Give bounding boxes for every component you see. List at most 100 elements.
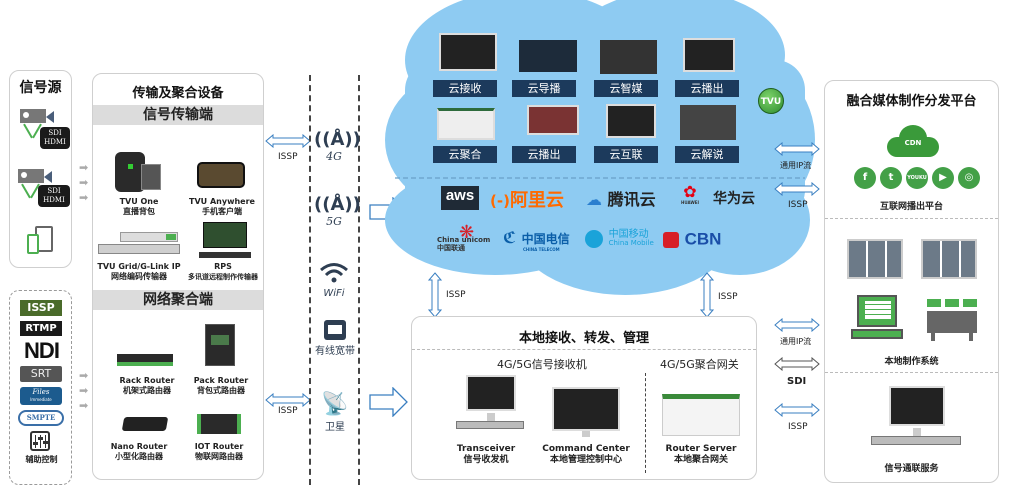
ip-stream-label-bottom: 通用IP流: [780, 337, 812, 346]
ip-stream-arrow: [774, 142, 820, 156]
device-name: Command Center: [542, 444, 630, 454]
rps-image: [199, 222, 251, 260]
mixer-icon: [30, 431, 50, 451]
ip-stream-arrow: [774, 318, 820, 332]
cloud-service-interconnect[interactable]: 云互联: [594, 146, 658, 163]
cloud-service-playout[interactable]: 云播出: [675, 80, 739, 97]
camera-icon: [20, 109, 60, 145]
signal-section-header: 信号传输端: [93, 105, 263, 125]
video-wall-image: [847, 239, 903, 279]
transceiver-image: [456, 375, 524, 431]
china-telecom-text: 中国电信: [521, 232, 570, 246]
local-production-label: 本地制作系统: [884, 357, 939, 367]
signal-source-title: 信号源: [19, 80, 62, 96]
network-wifi: WiFi: [314, 262, 354, 299]
network-satellite: 📡 卫星: [314, 392, 356, 433]
china-telecom-logo: ℭ 中国电信 CHINA TELECOM: [503, 228, 570, 252]
cloud-screen: [437, 108, 495, 140]
network-label: 有线宽带: [315, 346, 355, 357]
device-name: TVU Anywhere: [189, 197, 255, 206]
internet-platform-label: 互联网播出平台: [879, 202, 943, 212]
device-rack-router: Rack Router 机架式路由器: [107, 376, 187, 396]
tvu-grid-image: [98, 232, 180, 258]
aliyun-logo: (-)阿里云: [490, 190, 564, 211]
cbn-logo: CBN: [663, 229, 721, 250]
device-desc: 信号收发机: [463, 455, 509, 465]
device-name: Router Server: [665, 444, 737, 454]
device-desc: 网络编码传输器: [111, 272, 167, 281]
local-title: 本地接收、转发、管理: [518, 331, 649, 346]
cloud-service-director[interactable]: 云导播: [512, 80, 576, 97]
cloud-screen: [606, 104, 656, 138]
issp-vertical-arrow: [428, 272, 442, 318]
share-platform-icon[interactable]: ◎: [958, 167, 980, 189]
cloud-service-aggregate[interactable]: 云聚合: [433, 146, 497, 163]
cloud-service-playout-2[interactable]: 云播出: [512, 146, 576, 163]
device-rps: RPS 多讯道远程制作传输器: [181, 262, 265, 282]
device-name: Nano Router: [110, 442, 168, 451]
issp-label-bottom: ISSP: [278, 406, 298, 416]
wifi-icon: [320, 263, 348, 283]
issp-double-arrow-right: [774, 403, 820, 417]
device-desc: 多讯道远程制作传输器: [188, 273, 258, 281]
signal-source-panel: 信号源 SDI HDMI SDI HDMI: [9, 70, 72, 268]
device-desc: 物联网路由器: [195, 452, 243, 461]
youku-icon[interactable]: YOUKU: [906, 167, 928, 189]
device-nano-router: Nano Router 小型化路由器: [97, 442, 181, 462]
device-desc: 直播背包: [123, 207, 155, 216]
cloud-service-smart-media[interactable]: 云智媒: [594, 80, 658, 97]
youtube-icon[interactable]: ▶: [932, 167, 954, 189]
issp-label-top: ISSP: [278, 152, 298, 162]
platform-divider-2: [825, 372, 998, 373]
camera-icon: [18, 169, 58, 205]
network-divider-right: [358, 75, 360, 485]
tvu-anywhere-image: [197, 162, 245, 188]
china-telecom-en: CHINA TELECOM: [523, 247, 560, 252]
iot-router-image: [197, 414, 241, 434]
tencent-text: 腾讯云: [607, 190, 656, 209]
gateway-divider: [645, 373, 646, 473]
cloud-screen: [527, 105, 579, 135]
network-4g: ((Å)) 4G: [314, 130, 361, 164]
device-transceiver: Transceiver 信号收发机: [446, 444, 526, 466]
issp-label-right-top: ISSP: [788, 200, 808, 210]
cloud-screen: [439, 33, 497, 71]
facebook-icon[interactable]: f: [854, 167, 876, 189]
aws-logo: aws: [441, 186, 479, 210]
smpte-logo: SMPTE: [18, 410, 64, 426]
srt-badge: SRT: [20, 366, 62, 382]
ip-stream-label-top: 通用IP流: [780, 161, 812, 170]
device-desc: 本地聚合网关: [673, 455, 728, 465]
network-label: 4G: [326, 150, 342, 163]
issp-label-cloud-left: ISSP: [446, 290, 466, 300]
gateway-section-title: 4G/5G聚合网关: [660, 358, 739, 371]
device-name: TVU One: [119, 197, 159, 206]
local-divider: [412, 349, 756, 350]
nano-router-image: [121, 417, 169, 431]
files-sublabel: Immediate: [30, 397, 52, 402]
issp-vertical-arrow: [700, 272, 714, 318]
protocols-panel: ISSP RTMP NDI SRT Files Immediate SMPTE …: [9, 290, 72, 485]
device-desc: 本地管理控制中心: [549, 455, 622, 465]
rtmp-badge: RTMP: [20, 321, 62, 336]
input-arrows-bottom: ➡➡➡: [79, 369, 89, 412]
device-desc: 小型化路由器: [115, 452, 163, 461]
twitter-icon[interactable]: t: [880, 167, 902, 189]
device-name: IOT Router: [194, 442, 244, 451]
cloud-service-receive[interactable]: 云接收: [433, 80, 497, 97]
cdn-label: CDN: [904, 139, 922, 147]
files-label: Files: [32, 388, 50, 396]
network-label: WiFi: [323, 288, 345, 299]
control-panel-icon: [927, 299, 977, 341]
china-unicom-text: China unicom中国联通: [437, 236, 491, 252]
cloud-service-commentary[interactable]: 云解说: [675, 146, 739, 163]
video-wall-image: [921, 239, 977, 279]
production-switcher-icon: [851, 295, 903, 341]
china-mobile-en: China Mobile: [608, 238, 654, 247]
device-router-server: Router Server 本地聚合网关: [656, 444, 746, 466]
huawei-text: HUAWEI: [680, 200, 700, 205]
local-panel: 本地接收、转发、管理 4G/5G信号接收机 4G/5G聚合网关 Transcei…: [411, 316, 757, 480]
device-tvu-anywhere: TVU Anywhere 手机客户端: [181, 197, 263, 217]
tencent-cloud-logo: ☁ 腾讯云: [586, 190, 656, 209]
device-name: TVU Grid/G-Link IP: [97, 262, 181, 271]
